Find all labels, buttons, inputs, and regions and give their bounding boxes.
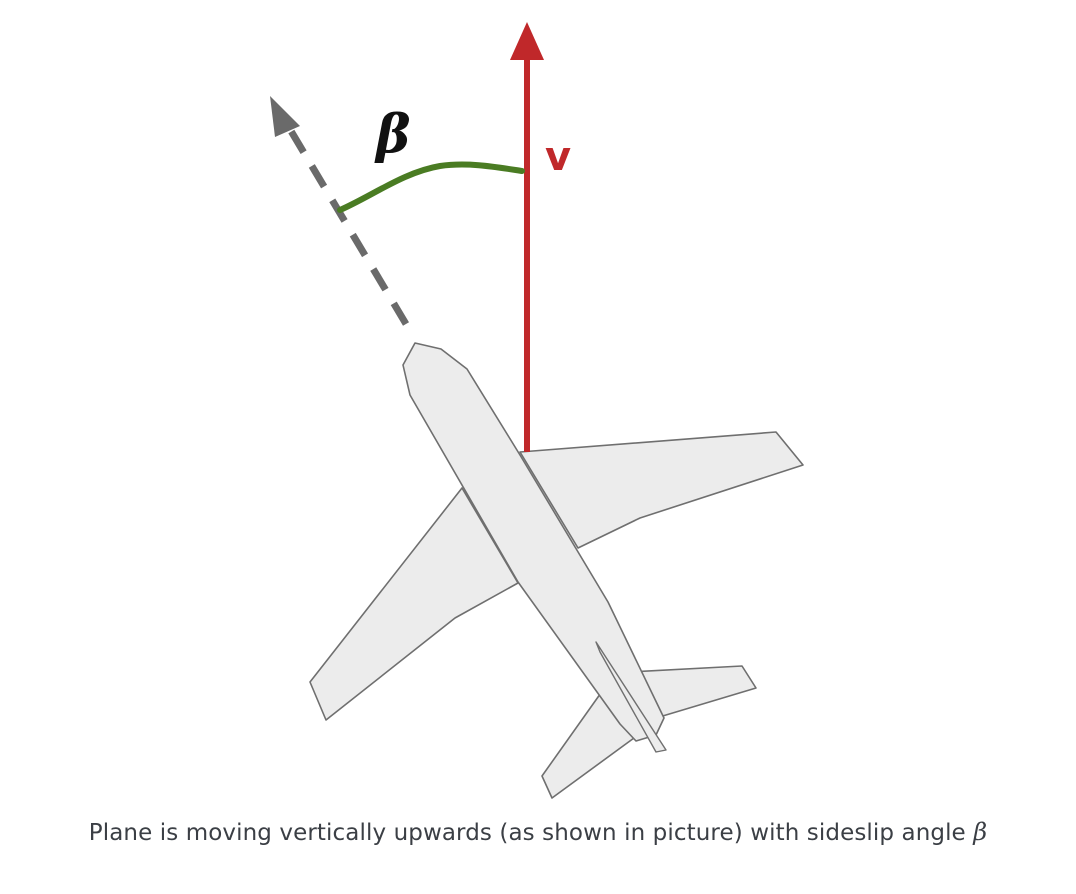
beta-label: β bbox=[374, 104, 411, 165]
airplane-right-wing bbox=[519, 431, 804, 549]
airplane-tail-fin bbox=[595, 641, 667, 753]
caption-beta-symbol: β bbox=[973, 818, 988, 846]
caption-text: Plane is moving vertically upwards (as s… bbox=[88, 820, 966, 846]
figure-caption: Plane is moving vertically upwards (as s… bbox=[0, 818, 1076, 846]
velocity-label: v bbox=[545, 134, 571, 180]
airplane-icon bbox=[309, 342, 804, 799]
heading-arrowhead-icon bbox=[270, 96, 300, 137]
heading-arrow bbox=[270, 96, 410, 326]
velocity-arrow bbox=[510, 22, 544, 452]
velocity-arrowhead-icon bbox=[510, 22, 544, 60]
sideslip-angle-arc bbox=[337, 161, 525, 213]
